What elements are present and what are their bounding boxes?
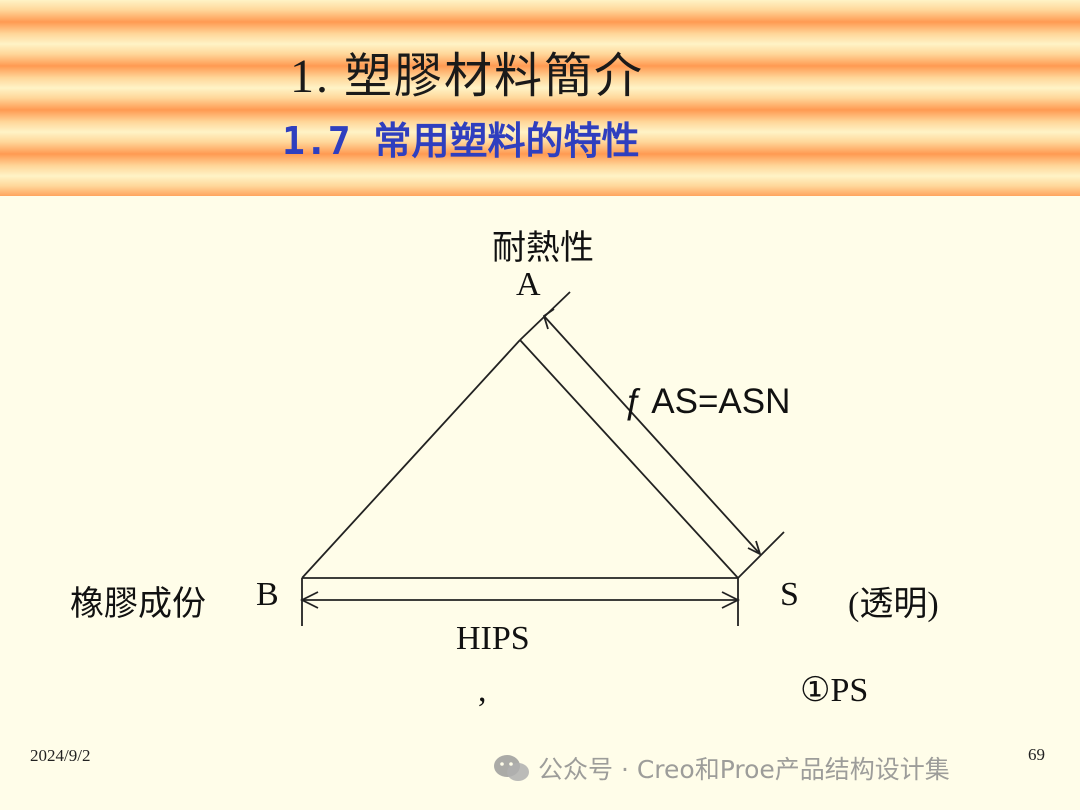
- vertex-a-label: A: [516, 266, 541, 303]
- footer-date: 2024/9/2: [30, 746, 91, 765]
- edge-bs-label: HIPS: [456, 620, 530, 657]
- vertex-b-label: B: [256, 576, 279, 613]
- as-arrow-bottom: [747, 540, 762, 556]
- vertex-s-label: S: [780, 576, 799, 613]
- comma-mark: ,: [478, 672, 487, 709]
- vertex-a-caption: 耐熱性: [492, 230, 594, 267]
- wechat-icon: [494, 755, 529, 781]
- edge-ab: [301, 339, 521, 579]
- ps-label: ①PS: [800, 672, 869, 709]
- slide-subtitle: 1.7 常用塑料的特性: [282, 119, 640, 163]
- as-arrow-top: [542, 308, 555, 330]
- footer-page-number: 69: [1028, 745, 1045, 764]
- as-dimension-line: [543, 315, 761, 555]
- slide-title: 1. 塑膠材料簡介: [290, 50, 645, 103]
- edge-as-label: ƒ AS=ASN: [624, 382, 791, 421]
- watermark-text: 公众号 · Creo和Proe产品结构设计集: [538, 755, 950, 784]
- vertex-s-caption: (透明): [848, 586, 939, 623]
- vertex-b-caption: 橡膠成份: [70, 586, 206, 623]
- bs-arrow-right: [721, 591, 741, 609]
- watermark: 公众号 · Creo和Proe产品结构设计集: [492, 750, 950, 786]
- edge-as: [519, 339, 739, 579]
- header-band: [0, 0, 1080, 196]
- bs-arrow-left: [299, 591, 319, 609]
